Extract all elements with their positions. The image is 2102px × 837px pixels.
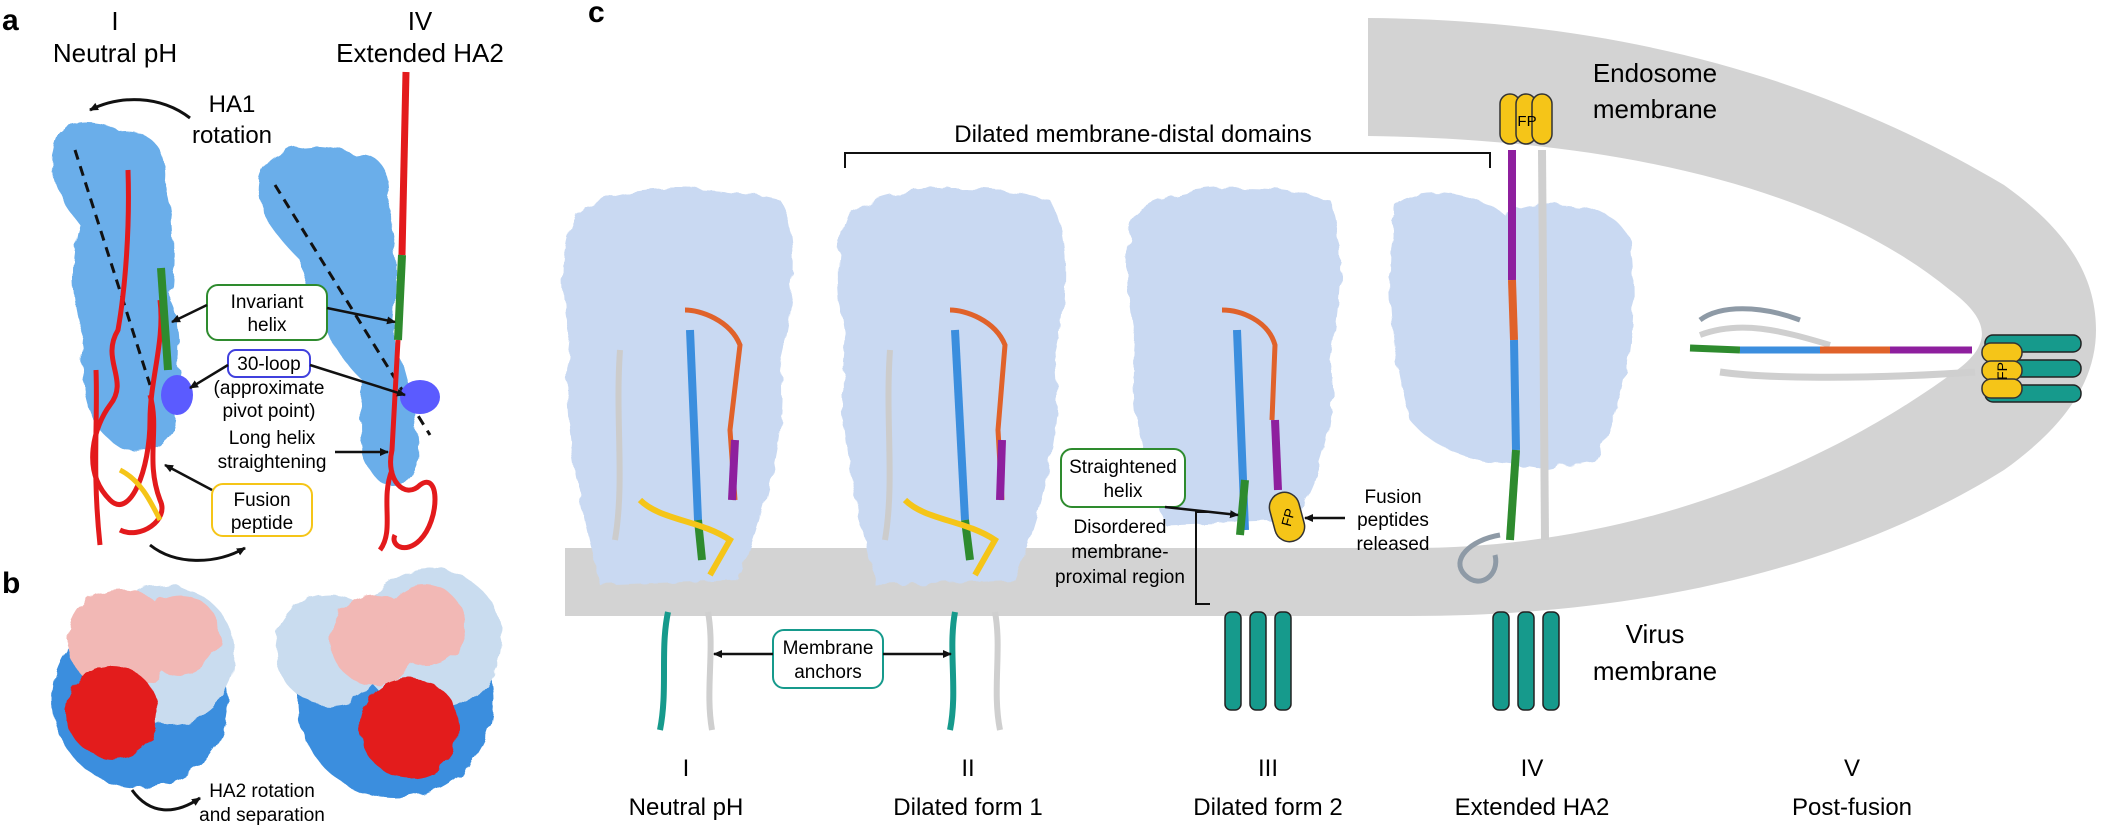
state-IV-structure: FP: [1390, 93, 1634, 711]
ha1-rotation-line1: HA1: [209, 91, 256, 118]
state-I-name: Neutral pH: [629, 794, 744, 821]
ha2-chain-right: [388, 339, 438, 551]
panel-c-letter: c: [588, 0, 605, 29]
state-II-name: Dilated form 1: [893, 794, 1042, 821]
long-helix-label-line1: Long helix: [229, 428, 316, 449]
membrane-anchors-line2: anchors: [794, 662, 862, 683]
endosome-label-line1: Endosome: [1593, 58, 1717, 88]
panel-a-state-left-name: Neutral pH: [53, 38, 177, 68]
state-IV-name: Extended HA2: [1455, 794, 1610, 821]
panel-b-letter: b: [2, 567, 20, 600]
virus-membrane-label-line1: Virus: [1626, 619, 1685, 649]
invariant-helix-label-line1: Invariant: [231, 292, 305, 313]
axis-line-left: [73, 149, 152, 386]
ha1-rotation-line2: rotation: [192, 122, 272, 149]
state-I-structure: [563, 188, 794, 731]
straightened-helix-line1: Straightened: [1069, 457, 1177, 478]
fusion-peptide-label-line2: peptide: [231, 513, 293, 534]
state-III-numeral: III: [1258, 755, 1278, 782]
fp-tag-state-III: FP: [1278, 507, 1298, 528]
invariant-helix-left: [157, 267, 172, 371]
state-V-name: Post-fusion: [1792, 794, 1912, 821]
invariant-helix-label-line2: helix: [247, 315, 287, 336]
disordered-bracket: [1195, 511, 1210, 605]
ha2-loop-left: [118, 394, 165, 536]
fusion-peptide-label-line1: Fusion: [233, 490, 290, 511]
fusion-peptide-callout-box: [211, 483, 313, 537]
state-II-structure: [837, 188, 1066, 731]
virus-endosome-membrane: [565, 18, 2096, 616]
trimer-top-view-left: [52, 585, 235, 788]
dilated-domains-label: Dilated membrane-distal domains: [954, 121, 1312, 148]
endosome-label-line2: membrane: [1593, 94, 1717, 124]
panel-c: c Endosome membrane Virus membrane Dilat…: [563, 0, 2082, 821]
loop30-arrow-right: [309, 363, 406, 397]
loop30-label-line2: (approximate: [214, 378, 325, 399]
state-V-structure: FP: [1689, 306, 2082, 403]
panel-a-state-right-name: Extended HA2: [336, 38, 504, 68]
dilated-domains-bracket: [844, 152, 1491, 168]
panel-b: b HA2 rotation and separation: [2, 567, 502, 826]
loop30-left: [161, 375, 193, 415]
loop30-callout-box: [227, 349, 311, 378]
bottom-rotation-arrow: [149, 543, 246, 562]
disordered-line3: proximal region: [1055, 567, 1185, 588]
panel-a: a I Neutral pH IV Extended HA2 HA1 rotat…: [2, 4, 504, 562]
ha-neutral-surface: [51, 122, 180, 451]
straightened-helix-line2: helix: [1103, 481, 1143, 502]
membrane-anchors-line1: Membrane: [783, 638, 874, 659]
panel-a-state-left-numeral: I: [111, 6, 118, 36]
fp-tag-state-IV: FP: [1517, 113, 1536, 130]
panel-a-letter: a: [2, 4, 19, 37]
ha2-extended-helix-right: [398, 71, 410, 256]
long-helix-label-line2: straightening: [218, 452, 327, 473]
state-I-numeral: I: [683, 755, 690, 782]
loop30-label-line3: pivot point): [223, 401, 316, 422]
ha2-rotation-line2: and separation: [199, 805, 325, 826]
ha2-long-helix-left: [93, 369, 103, 546]
loop30-right: [400, 380, 440, 414]
virus-membrane-label-line2: membrane: [1593, 656, 1717, 686]
invariant-helix-right: [394, 254, 406, 341]
state-V-numeral: V: [1844, 755, 1860, 782]
loop30-label-line1: 30-loop: [237, 354, 300, 375]
invariant-helix-arrow-right: [326, 306, 396, 325]
membrane-anchors-callout-box: [772, 629, 884, 689]
state-III-name: Dilated form 2: [1193, 794, 1342, 821]
trimer-top-view-right: [275, 568, 502, 798]
state-II-numeral: II: [961, 755, 974, 782]
panel-c-membranes: [565, 18, 2096, 616]
fp-released-line2: peptides: [1357, 510, 1429, 531]
state-IV-numeral: IV: [1521, 755, 1544, 782]
fp-released-line3: released: [1357, 534, 1430, 555]
ha1-rotation-arrow: [89, 98, 191, 120]
invariant-helix-arrow-left: [171, 303, 208, 324]
ha2-rotation-line1: HA2 rotation: [209, 781, 315, 802]
fusion-peptide-left: [118, 467, 163, 522]
invariant-helix-callout-box: [206, 284, 328, 341]
state-III-structure: FP: [1127, 188, 1341, 711]
fp-tag-state-V: FP: [1994, 362, 2010, 380]
fp-released-line1: Fusion: [1364, 487, 1421, 508]
ha2-rotation-arrow: [130, 789, 201, 812]
fusion-peptide-arrow: [164, 463, 213, 492]
straightened-helix-callout-box: [1060, 448, 1186, 508]
loop30-arrow-left: [189, 363, 229, 390]
ha2-loop-right: [377, 469, 395, 552]
ha-extended-surface: [257, 145, 419, 487]
disordered-line2: membrane-: [1071, 542, 1168, 563]
disordered-line1: Disordered: [1074, 517, 1167, 538]
panel-a-state-right-numeral: IV: [408, 6, 433, 36]
